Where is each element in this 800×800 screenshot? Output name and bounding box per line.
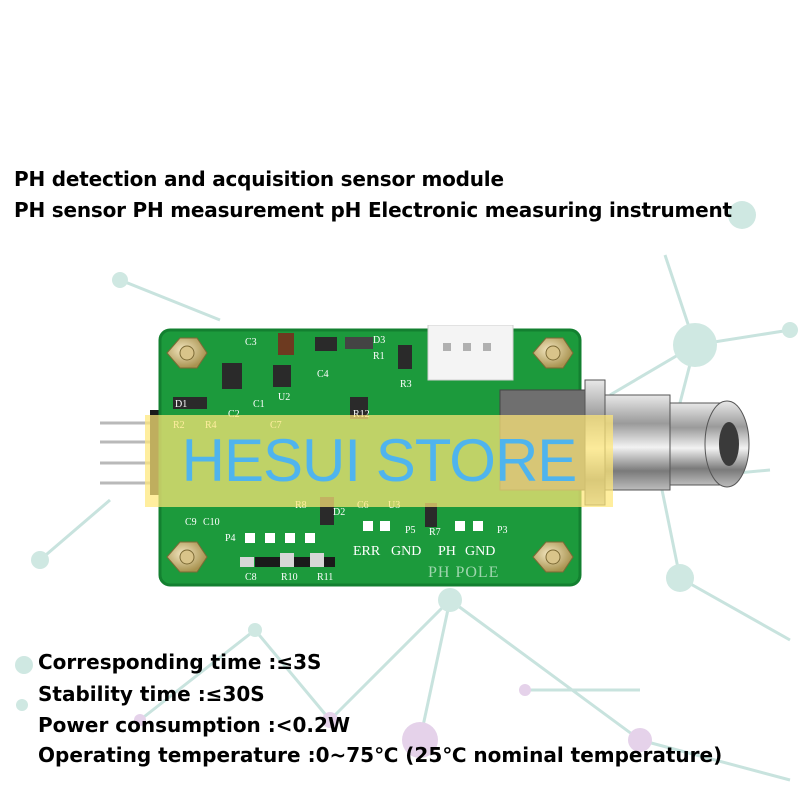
silk-gnd-1: GND <box>391 544 421 559</box>
silk-d2: D2 <box>333 507 345 518</box>
silk-p4: P4 <box>225 533 236 544</box>
silk-err: ERR <box>353 544 381 559</box>
silk-ph: PH <box>438 544 456 559</box>
mounting-nut-top-left <box>166 337 208 369</box>
mounting-nut-bottom-left <box>166 541 208 573</box>
headline-subtitle: PH sensor PH measurement pH Electronic m… <box>14 198 732 222</box>
silk-c8: C8 <box>245 572 257 583</box>
silk-c2: C2 <box>228 409 240 420</box>
silk-u2: U2 <box>278 392 290 403</box>
spec-power-consumption: Power consumption :<0.2W <box>38 713 351 737</box>
silk-c10: C10 <box>203 517 220 528</box>
silk-r11: R11 <box>317 572 333 583</box>
silk-c4: C4 <box>317 369 329 380</box>
store-watermark: HESUI STORE <box>145 415 613 507</box>
silk-c3: C3 <box>245 337 257 348</box>
silk-c1: C1 <box>253 399 265 410</box>
headline-title: PH detection and acquisition sensor modu… <box>14 167 504 191</box>
silk-r12: R12 <box>353 409 370 420</box>
silk-p5: P5 <box>405 525 416 536</box>
silk-r7: R7 <box>429 527 441 538</box>
spec-operating-temperature: Operating temperature :0~75℃ (25℃ nomina… <box>38 743 723 767</box>
mounting-nut-bottom-right <box>532 541 574 573</box>
silk-d1: D1 <box>175 399 187 410</box>
three-pin-connector <box>427 325 514 381</box>
silk-ph-pole: PH POLE <box>428 564 499 581</box>
silk-gnd-2: GND <box>465 544 495 559</box>
silk-r1: R1 <box>373 351 385 362</box>
silk-r3: R3 <box>400 379 412 390</box>
silk-r10: R10 <box>281 572 298 583</box>
spec-stability-time: Stability time :≤30S <box>38 682 265 706</box>
mounting-nut-top-right <box>532 337 574 369</box>
store-watermark-text: HESUI STORE <box>181 427 578 494</box>
silk-p3: P3 <box>497 525 508 536</box>
spec-corresponding-time: Corresponding time :≤3S <box>38 650 322 674</box>
silk-c9: C9 <box>185 517 197 528</box>
silk-d3: D3 <box>373 335 385 346</box>
